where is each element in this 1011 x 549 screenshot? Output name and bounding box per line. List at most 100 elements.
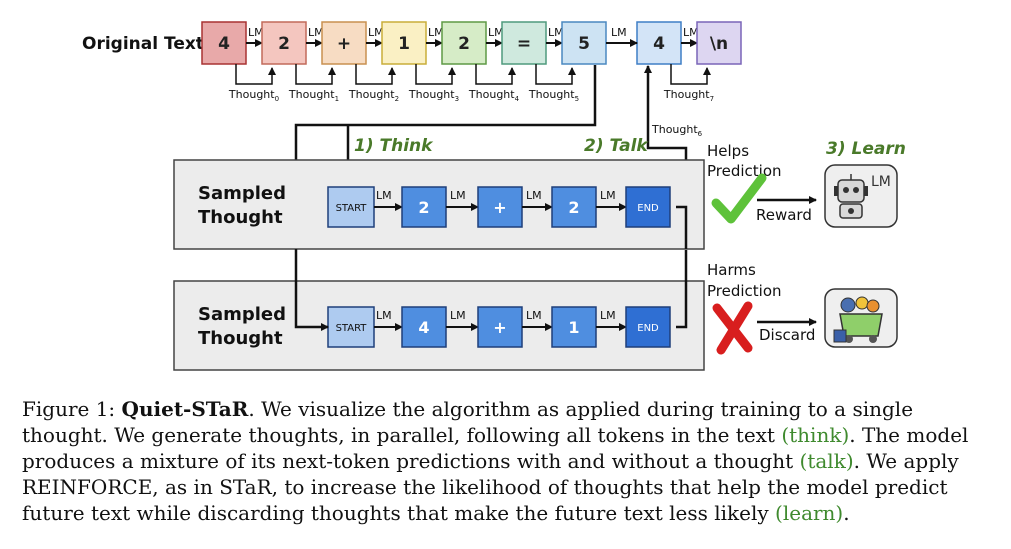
- talk-arrow: [644, 65, 688, 160]
- helps-prediction-label: Helps Prediction: [707, 142, 782, 180]
- lm-label: LM: [488, 26, 504, 39]
- thought-label: Thought0: [228, 88, 279, 103]
- sampled-token-text: 4: [418, 318, 429, 337]
- original-token-text: \n: [710, 34, 728, 54]
- lm-label: LM: [376, 189, 392, 202]
- lm-label: LM: [450, 309, 466, 322]
- sampled-token-box: [551, 186, 597, 228]
- lm-label: LM: [548, 26, 564, 39]
- reward-label: Reward: [756, 206, 812, 224]
- lm-label: LM: [600, 189, 616, 202]
- thought-label: Thought7: [663, 88, 714, 103]
- original-token-text: +: [337, 34, 351, 54]
- sampled-token-box: [551, 306, 597, 348]
- step-talk-label: 2) Talk: [584, 136, 649, 156]
- lm-label: LM: [376, 309, 392, 322]
- caption-think: (think): [781, 423, 850, 447]
- sampled-token-text: +: [493, 318, 506, 337]
- thought-bracket: [355, 64, 396, 85]
- lm-label: LM: [368, 26, 384, 39]
- caption-talk: (talk): [799, 449, 854, 473]
- caption-text-2: . The model produces a mixture of its ne…: [22, 423, 969, 473]
- original-token: 1: [381, 21, 427, 65]
- lm-label: LM: [450, 189, 466, 202]
- lm-label: LM: [526, 189, 542, 202]
- robot-lm-icon: LM: [824, 164, 898, 228]
- thought-bracket: [670, 64, 711, 85]
- lm-label: LM: [600, 309, 616, 322]
- lm-label: LM: [683, 26, 699, 39]
- caption-title: Quiet-STaR: [121, 397, 249, 421]
- original-token: 2: [441, 21, 487, 65]
- sampled-token-text: START: [336, 203, 368, 214]
- sampled-token-box: [625, 306, 671, 348]
- figure-caption: Figure 1: Quiet-STaR. We visualize the a…: [22, 396, 994, 526]
- step-learn-label: 3) Learn: [826, 139, 906, 159]
- original-token: =: [501, 21, 547, 65]
- discard-label: Discard: [759, 326, 815, 344]
- thought-6-label: Thought6: [651, 123, 703, 138]
- thought-bracket: [475, 64, 516, 85]
- sampled-thought-bottom-tokens: START LM 4 LM + LM 1 LM END: [327, 306, 671, 348]
- robot-lm-label: LM: [871, 174, 891, 190]
- top-end-return-line: [676, 205, 688, 249]
- original-token: \n: [696, 21, 742, 65]
- sampled-token-box: [327, 186, 375, 228]
- sampled-token-box: [477, 306, 523, 348]
- caption-text-1: . We visualize the algorithm as applied …: [22, 397, 914, 447]
- original-token-text: 4: [218, 34, 230, 54]
- original-token-row: 4 LM 2 LM + LM 1 LM 2 LM = LM 5 4 LM \n LM: [201, 21, 742, 65]
- cross-icon: [712, 301, 753, 355]
- sampled-token-text: END: [637, 323, 659, 334]
- original-token-text: 2: [278, 34, 290, 54]
- trash-bin-icon: [824, 288, 898, 348]
- thought-label: Thought3: [408, 88, 459, 103]
- thought-label: Thought5: [528, 88, 579, 103]
- sampled-token-box: [401, 186, 447, 228]
- check-icon: [711, 173, 767, 224]
- caption-learn: (learn): [775, 501, 844, 525]
- thought-bracket: [535, 64, 576, 85]
- original-text-label: Original Text: [82, 34, 204, 54]
- bottom-end-return-line: [676, 250, 688, 329]
- sampled-token-text: 1: [568, 318, 579, 337]
- lm-label: LM: [428, 26, 444, 39]
- caption-prefix: Figure 1:: [22, 397, 122, 421]
- original-token-text: 5: [578, 34, 590, 54]
- bottom-thought-feed-arrow: [294, 249, 329, 331]
- original-token: 4: [201, 21, 247, 65]
- lm-label: LM: [248, 26, 264, 39]
- think-arrow: [294, 65, 597, 160]
- original-token-text: 4: [653, 34, 665, 54]
- original-token: 4: [636, 21, 682, 65]
- original-token-text: 2: [458, 34, 470, 54]
- sampled-token-text: END: [637, 203, 659, 214]
- thought-bracket: [295, 64, 336, 85]
- panel-bottom-label: Sampled Thought: [198, 304, 292, 349]
- sampled-token-text: START: [336, 323, 368, 334]
- panel-top-label: Sampled Thought: [198, 183, 292, 228]
- caption-text-3: . We apply REINFORCE, as in STaR, to inc…: [22, 449, 959, 525]
- step-think-label: 1) Think: [354, 136, 434, 156]
- harms-prediction-label: Harms Prediction: [707, 261, 782, 300]
- caption-text-4: .: [843, 501, 850, 525]
- thought-label: Thought1: [288, 88, 339, 103]
- thought-label: Thought4: [468, 88, 520, 103]
- original-token: +: [321, 21, 367, 65]
- thought-bracket: [235, 64, 276, 85]
- sampled-token-text: 2: [568, 198, 579, 217]
- sampled-token-text: +: [493, 198, 506, 217]
- original-token: 2: [261, 21, 307, 65]
- thought-bracket: [415, 64, 456, 85]
- lm-label: LM: [526, 309, 542, 322]
- lm-label: LM: [611, 26, 627, 39]
- lm-label: LM: [308, 26, 324, 39]
- sampled-token-box: [625, 186, 671, 228]
- sampled-token-box: [477, 186, 523, 228]
- original-token-text: =: [517, 34, 531, 54]
- original-token-text: 1: [398, 34, 410, 54]
- original-token: 5: [561, 21, 607, 65]
